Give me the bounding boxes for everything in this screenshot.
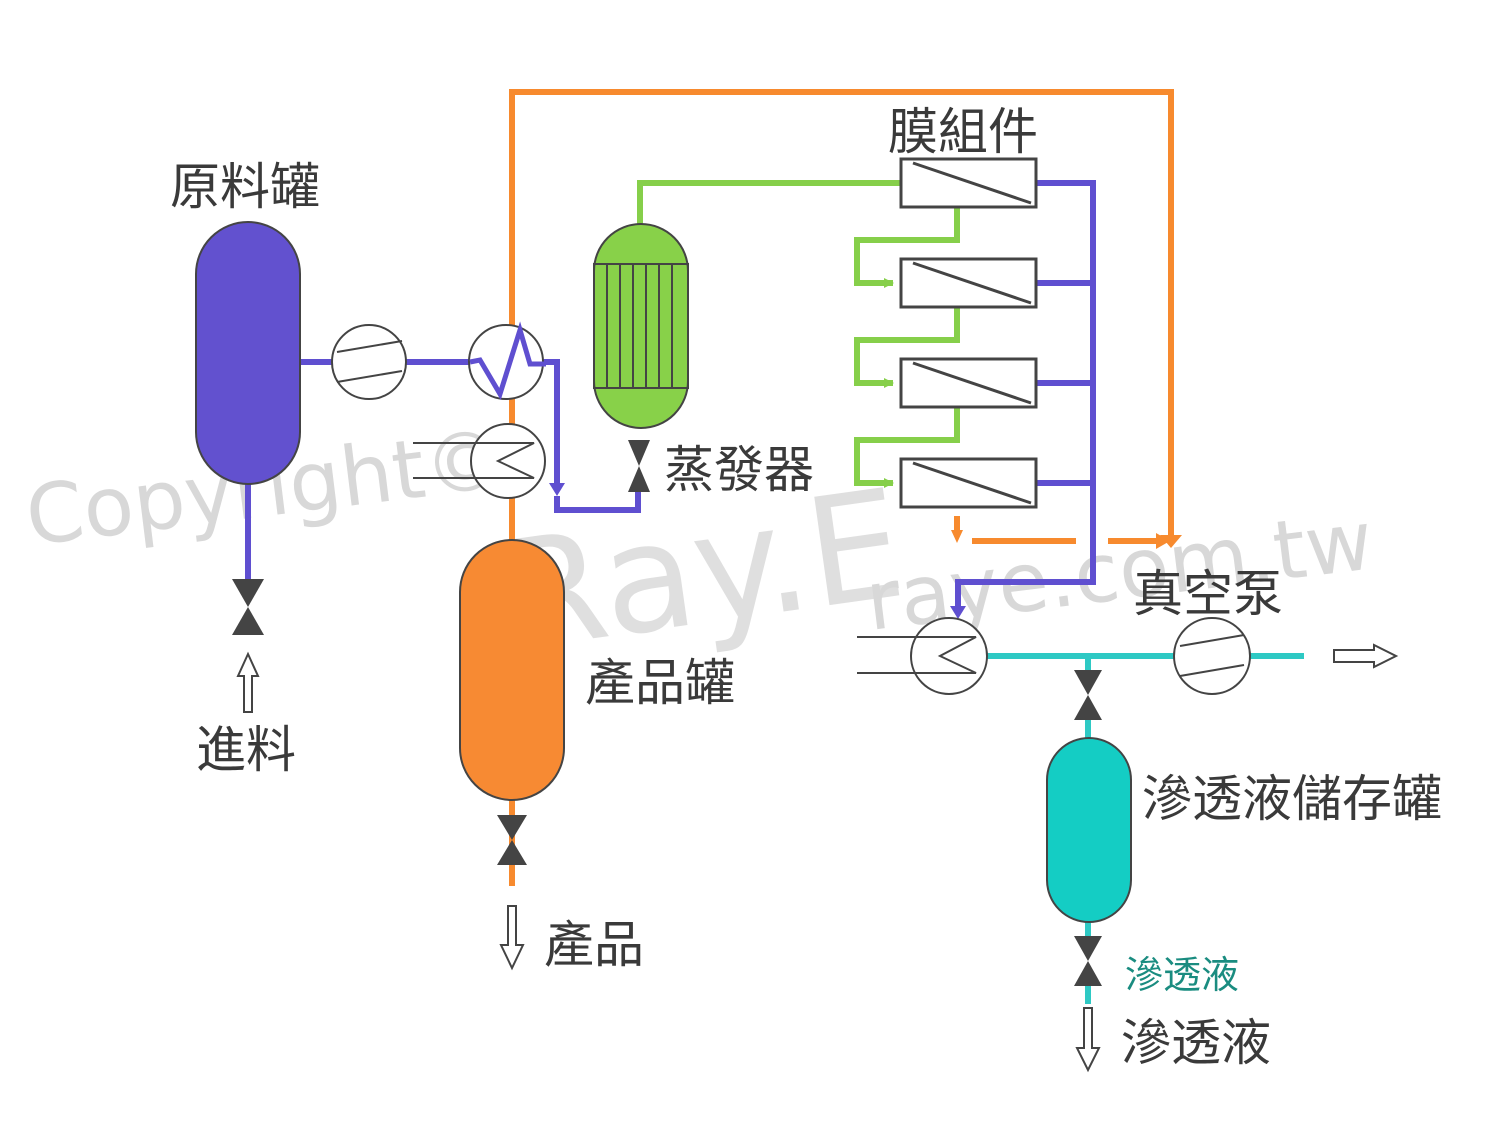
product-out-arrow-icon: [499, 905, 525, 971]
membrane-unit: [899, 457, 1038, 509]
permeate-storage-tank: [1046, 737, 1132, 923]
product-valve-icon: [497, 815, 527, 865]
evaporator: [593, 223, 689, 429]
permeate-label: 滲透液: [1121, 1014, 1271, 1072]
feed-line: [245, 180, 1096, 619]
permeate-tank-valve-icon: [1074, 936, 1102, 986]
product-label: 產品: [544, 916, 644, 974]
membrane-module: [899, 157, 1038, 509]
membrane-unit: [899, 157, 1038, 209]
evaporator-valve-icon: [628, 440, 650, 492]
feed-pump-icon: [331, 324, 407, 400]
membrane-module-label: 膜組件: [888, 103, 1038, 161]
product-tank: [459, 539, 565, 801]
feed-label: 進料: [196, 721, 296, 779]
feed-in-arrow-icon: [236, 651, 260, 713]
permeate-line-valve-icon: [1074, 670, 1102, 720]
product-tank-label: 產品罐: [585, 654, 735, 712]
vacuum-pump-label: 真空泵: [1133, 565, 1283, 623]
permeate-storage-tank-label: 滲透液儲存罐: [1142, 770, 1442, 828]
feed-tank: [195, 221, 301, 485]
permeate-out-arrow-icon: [1075, 1007, 1101, 1073]
permeate-small-label: 滲透液: [1125, 953, 1239, 997]
feed-tank-label: 原料罐: [170, 158, 320, 216]
exhaust-out-arrow-icon: [1333, 643, 1399, 669]
membrane-unit: [899, 357, 1038, 409]
permeate-line: [987, 653, 1304, 1004]
preheater-icon: [468, 321, 546, 401]
vacuum-pump-icon: [1173, 617, 1251, 695]
feed-valve-icon: [232, 579, 264, 635]
membrane-unit: [899, 257, 1038, 309]
product-condenser-icon: [470, 423, 546, 499]
evaporator-label: 蒸發器: [664, 441, 814, 499]
permeate-condenser-icon: [910, 617, 988, 695]
vapor-line: [637, 180, 960, 488]
